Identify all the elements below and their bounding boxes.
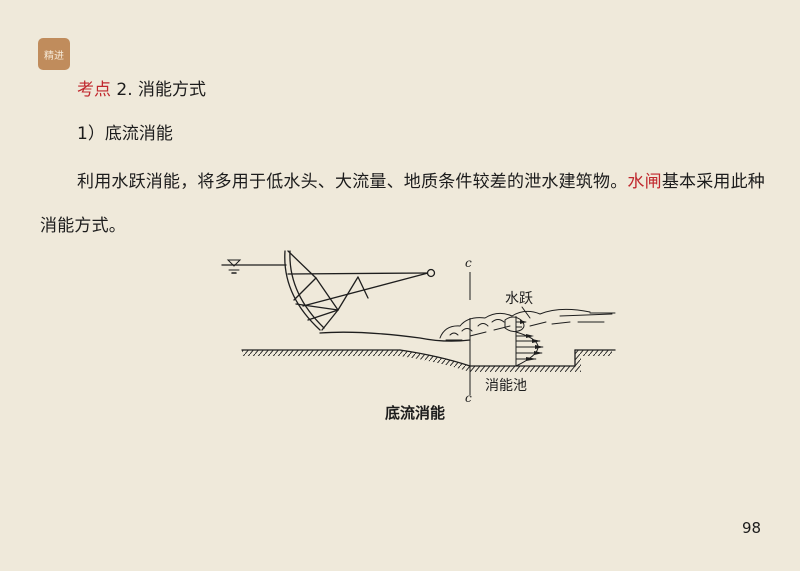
section-mark-bottom: c	[465, 391, 472, 405]
section-heading: 考点 2. 消能方式	[77, 78, 206, 102]
paragraph-text-before: 利用水跃消能，将多用于低水头、大流量、地质条件较差的泄水建筑物。	[77, 172, 628, 192]
paragraph-highlight: 水闸	[627, 172, 662, 192]
jingjin-badge: 精进	[38, 38, 70, 70]
paragraph-text-after: 基本采用此种消能方式。	[40, 172, 766, 236]
water-level-icon	[226, 259, 242, 274]
section-key-label: 考点	[77, 80, 111, 100]
stilling-basin-label: 消能池	[485, 378, 527, 394]
page-number: 98	[742, 519, 762, 537]
body-paragraph: 利用水跃消能，将多用于低水头、大流量、地质条件较差的泄水建筑物。水闸基本采用此种…	[40, 160, 765, 248]
figure-caption: 底流消能	[384, 404, 445, 422]
subsection-heading: 1）底流消能	[77, 124, 173, 144]
section-mark-top: c	[465, 256, 472, 270]
underflow-energy-dissipation-diagram: c c 水跃 消能池	[221, 250, 616, 405]
section-number: 2.	[116, 80, 133, 100]
section-title-text: 消能方式	[138, 80, 207, 100]
hydraulic-jump-label: 水跃	[505, 291, 533, 307]
